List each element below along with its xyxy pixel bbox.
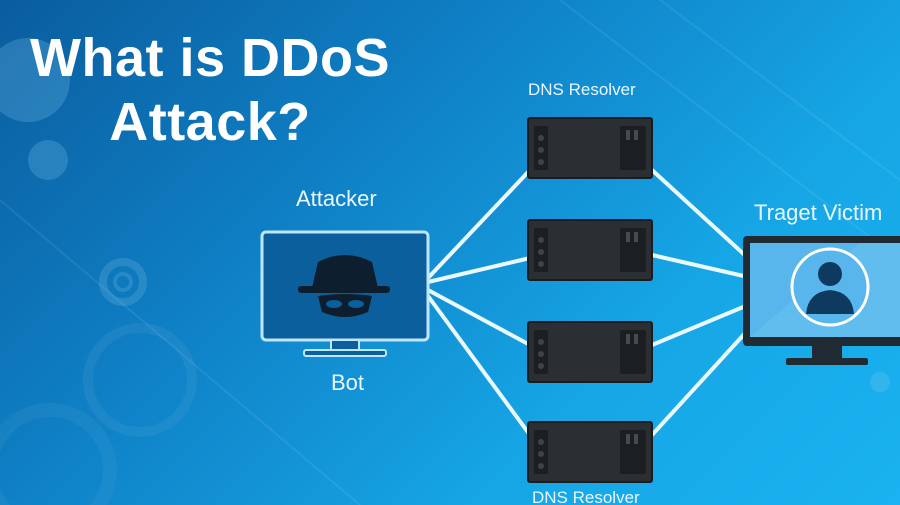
connection-line <box>426 168 532 280</box>
victim-monitor <box>743 236 900 365</box>
dns-resolver-bottom-label: DNS Resolver <box>532 488 640 505</box>
attacker-connections <box>426 168 532 437</box>
target-victim-label: Traget Victim <box>754 200 883 225</box>
connection-line <box>650 253 750 279</box>
connection-line <box>426 256 532 284</box>
page-title: What is DDoS Attack? <box>0 26 420 154</box>
title-line-2: Attack? <box>109 92 311 152</box>
dns-server-2 <box>527 219 653 281</box>
background-gear-icon <box>0 258 197 505</box>
connection-line <box>650 168 750 260</box>
attacker-monitor <box>260 230 430 357</box>
dns-server-3 <box>527 321 653 383</box>
title-line-1: What is DDoS <box>29 28 390 88</box>
connection-line <box>426 294 532 437</box>
connection-line <box>426 288 532 347</box>
dns-server-4 <box>527 421 653 483</box>
bot-label: Bot <box>331 370 365 395</box>
user-silhouette-icon <box>790 247 870 327</box>
connection-line <box>650 303 750 347</box>
dns-server-1 <box>527 117 653 179</box>
dns-resolver-top-label: DNS Resolver <box>528 80 636 99</box>
victim-connections <box>650 168 750 437</box>
connection-line <box>650 328 750 437</box>
background-dots <box>0 38 890 392</box>
hat-spy-icon <box>298 255 390 317</box>
attacker-label: Attacker <box>296 186 377 211</box>
